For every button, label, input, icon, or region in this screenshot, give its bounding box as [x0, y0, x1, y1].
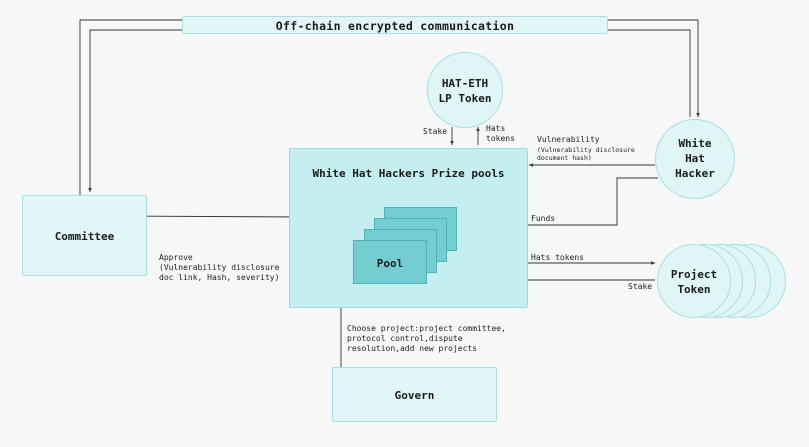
hat-label: Hat [685, 152, 705, 165]
govern-label: Govern [394, 389, 435, 402]
token-label: Token [677, 283, 711, 296]
lp-token-label: LP Token [438, 92, 492, 105]
banner-label: Off-chain encrypted communication [275, 19, 515, 33]
project-token-node: Project Token [657, 244, 731, 318]
hat-eth-lp-token-node: HAT-ETH LP Token [427, 52, 503, 128]
pool-label: Pool [376, 257, 404, 270]
vulnerability-detail-2: document hash) [537, 154, 592, 162]
hats-tokens-right-label: Hats tokens [531, 253, 584, 262]
committee-label: Committee [54, 230, 115, 243]
funds-line [457, 177, 658, 226]
govern-label-2: protocol control,dispute [347, 334, 463, 343]
project-label: Project [670, 268, 718, 281]
pool-block: Pool [353, 240, 427, 284]
white-hat-hacker-node: White Hat Hacker [655, 119, 735, 199]
govern-node: Govern [332, 367, 497, 422]
stake-top-label: Stake [423, 127, 448, 136]
govern-label-3: resolution,add new projects [347, 344, 478, 353]
stake-right-label: Stake [628, 282, 653, 291]
prize-pools-title: White Hat Hackers Prize pools [312, 167, 505, 180]
vulnerability-label: Vulnerability [537, 135, 600, 144]
hats-tokens-top-label-1: Hats [486, 124, 506, 133]
white-label: White [678, 137, 712, 150]
committee-node: Committee [22, 195, 147, 276]
approve-label-1: Approve [159, 253, 193, 262]
govern-label-1: Choose project:project committee, [347, 324, 506, 333]
funds-label: Funds [531, 214, 556, 223]
hacker-label: Hacker [675, 167, 715, 180]
hat-eth-label: HAT-ETH [441, 77, 489, 90]
approve-label-3: doc link, Hash, severity) [159, 273, 280, 282]
off-chain-communication-banner: Off-chain encrypted communication [182, 16, 608, 34]
vulnerability-detail-1: (Vulnerability disclosure [537, 146, 635, 154]
approve-label-2: (Vulnerability disclosure [159, 263, 280, 272]
hats-tokens-top-label-2: tokens [486, 134, 515, 143]
